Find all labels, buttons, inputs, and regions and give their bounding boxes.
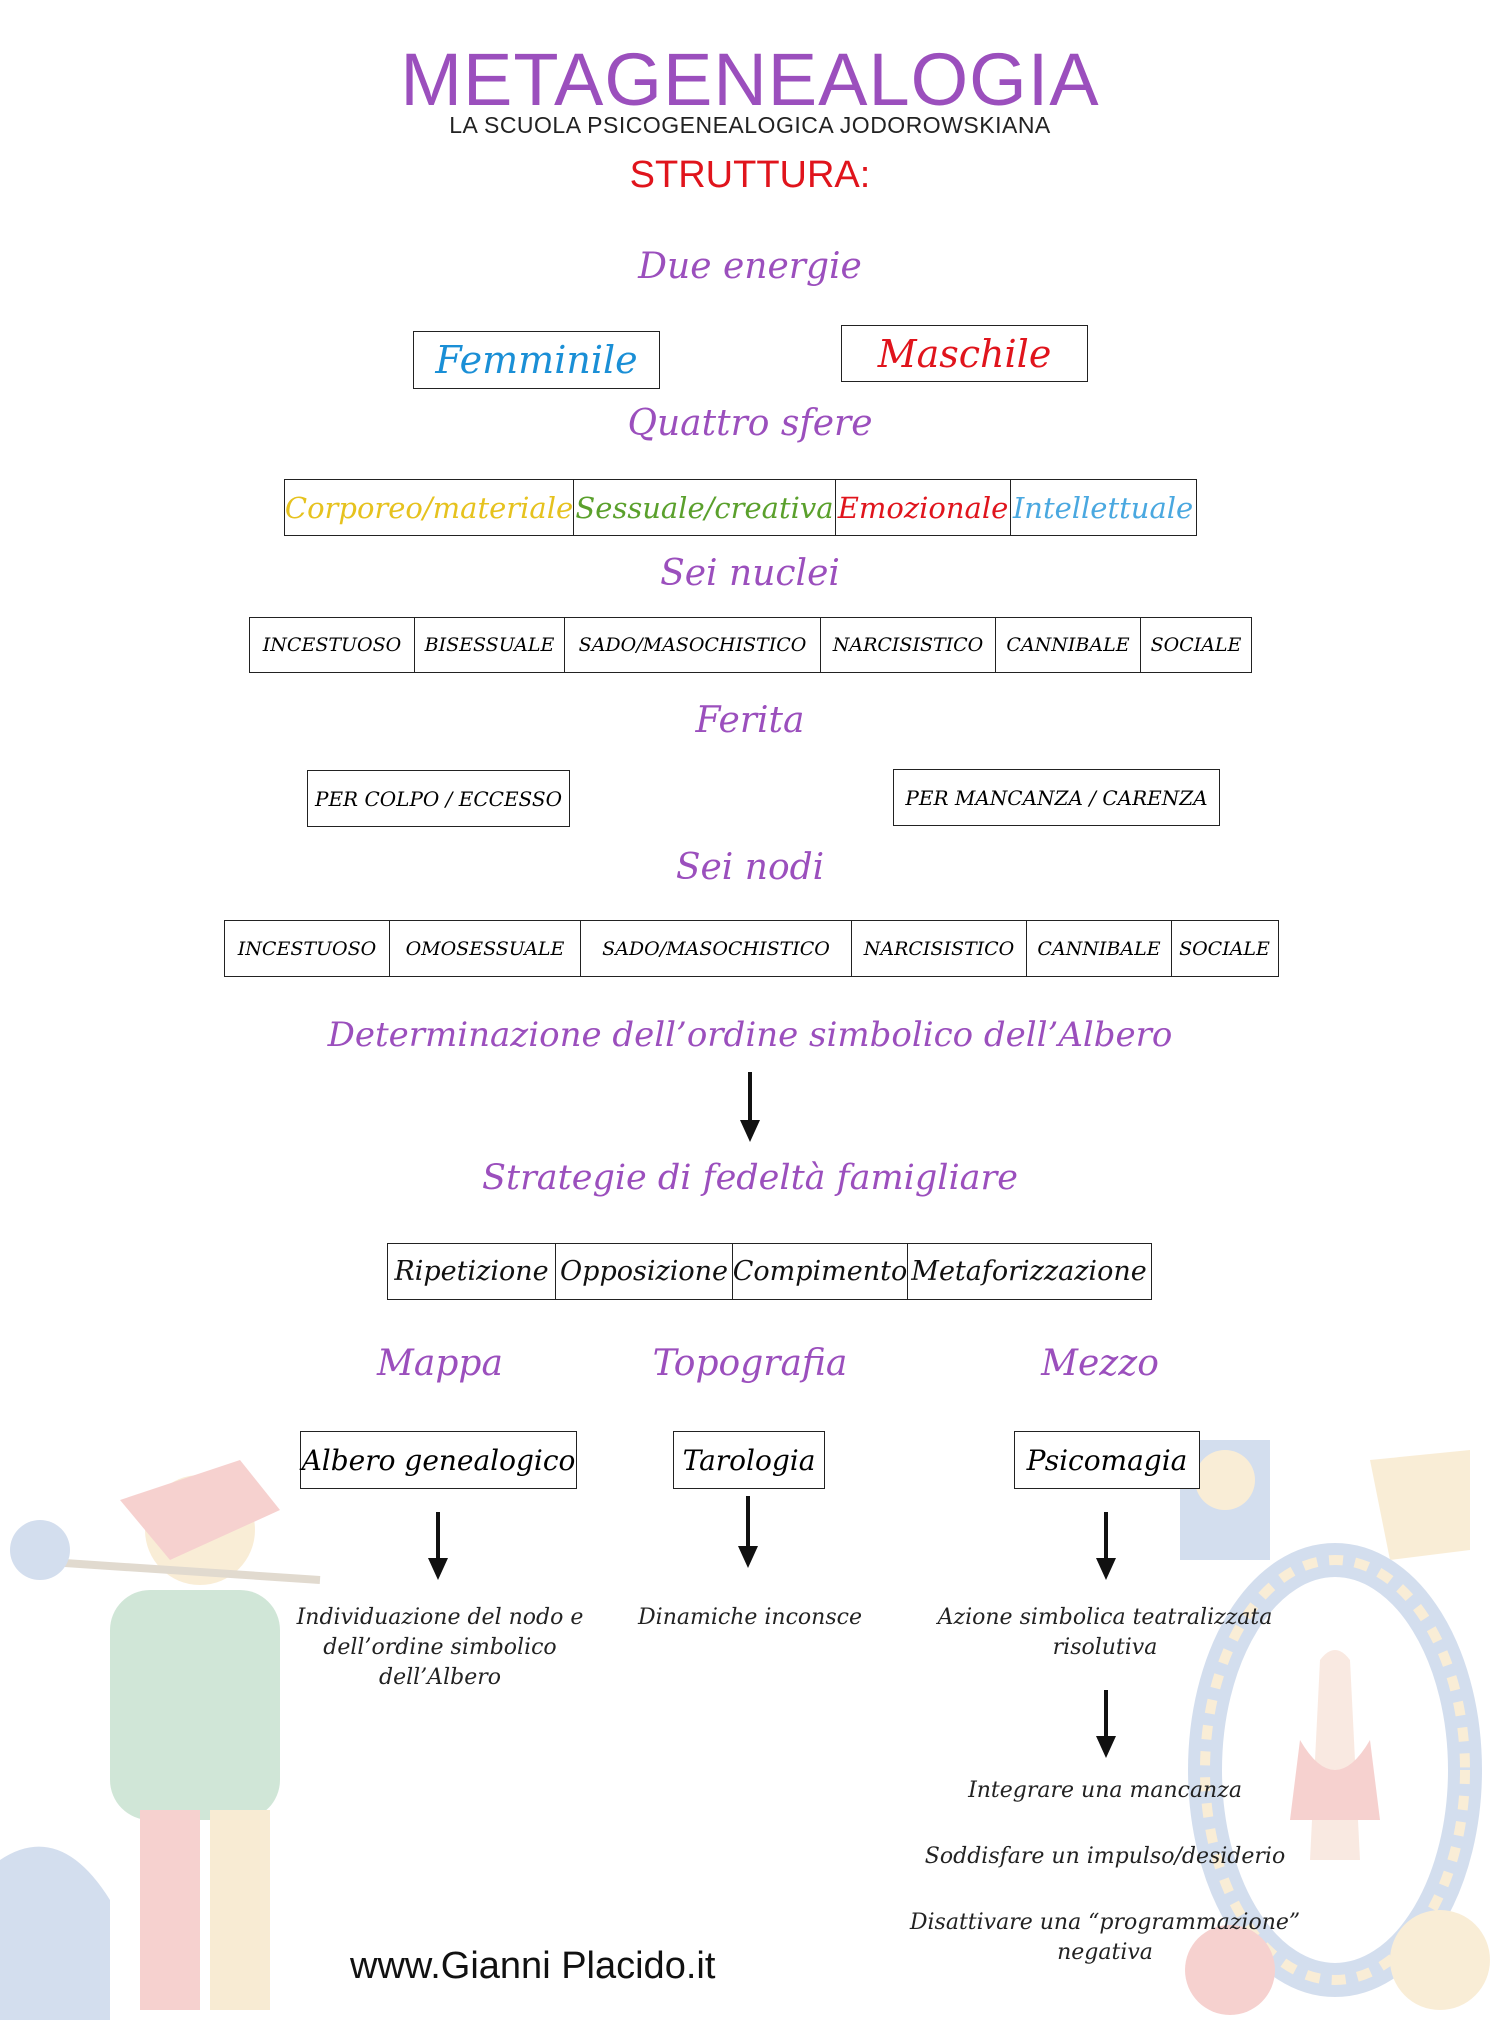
heading-sei-nodi: Sei nodi (675, 847, 825, 888)
strategia-cell: Metaforizzazione (911, 1256, 1147, 1287)
ferita-mancanza: PER MANCANZA / CARENZA (893, 769, 1220, 826)
note-topografia: Dinamiche inconsce (600, 1603, 900, 1633)
heading-topografia: Topografia (652, 1343, 848, 1384)
outcome-3: Disattivare una “programmazione” negativ… (909, 1910, 1301, 1965)
nucleo-cell: NARCISISTICO (821, 618, 996, 672)
note-line: risolutiva (1052, 1635, 1158, 1660)
note-line: dell’ordine simbolico (323, 1635, 557, 1660)
heading-sei-nuclei: Sei nuclei (660, 553, 840, 594)
strategia-cell: Ripetizione (388, 1244, 556, 1299)
nodo-cell: OMOSESSUALE (390, 921, 581, 976)
box-albero-genealogico: Albero genealogico (300, 1431, 577, 1489)
strategia-cell: Opposizione (556, 1244, 733, 1299)
sfere-row: Corporeo/materiale Sessuale/creativa Emo… (284, 479, 1197, 536)
heading-quattro-sfere: Quattro sfere (627, 403, 873, 444)
nodo-cell: SADO/MASOCHISTICO (581, 921, 852, 976)
sfera-cell: Corporeo/materiale (285, 480, 574, 535)
nodi-row: INCESTUOSO OMOSESSUALE SADO/MASOCHISTICO… (224, 920, 1279, 977)
sfera-cell: Sessuale/creativa (574, 480, 836, 535)
footer-website: www.Gianni Placido.it (350, 1945, 716, 1987)
nucleo-cell: SOCIALE (1150, 634, 1242, 656)
arrow-line (1104, 1512, 1108, 1560)
heading-mappa: Mappa (377, 1343, 503, 1384)
arrow-down-icon (738, 1546, 758, 1568)
tarot-fool-illustration (0, 1460, 321, 2020)
arrow-down-icon (1096, 1736, 1116, 1758)
sfera-emozionale: Emozionale (837, 490, 1009, 525)
heading-mezzo: Mezzo (1041, 1343, 1159, 1384)
nucleo-cell: BISESSUALE (415, 618, 565, 672)
sfera-intellettuale: Intellettuale (1012, 490, 1194, 525)
page-title: METAGENEALOGIA (400, 38, 1100, 121)
box-psicomagia: Psicomagia (1014, 1431, 1200, 1489)
arrow-line (746, 1496, 750, 1548)
heading-determinazione: Determinazione dell’ordine simbolico del… (327, 1015, 1173, 1055)
nuclei-row: INCESTUOSO BISESSUALE SADO/MASOCHISTICO … (249, 617, 1252, 673)
label-femminile: Femminile (435, 338, 638, 382)
nodo-cell: CANNIBALE (1027, 921, 1172, 976)
arrow-line (1104, 1690, 1108, 1738)
tarot-world-illustration (1180, 1440, 1490, 2015)
heading-strategie: Strategie di fedeltà famigliare (482, 1158, 1018, 1198)
arrow-down-icon (1096, 1558, 1116, 1580)
nucleo-cell: CANNIBALE (996, 618, 1141, 672)
nodo-cell: NARCISISTICO (852, 921, 1027, 976)
note-mezzo: Azione simbolica teatralizzata risolutiv… (930, 1603, 1280, 1663)
outcome-1: Integrare una mancanza (968, 1778, 1242, 1803)
strategia-cell: Compimento (733, 1244, 908, 1299)
strategie-row: Ripetizione Opposizione Compimento Metaf… (387, 1243, 1152, 1300)
sfera-cell: Emozionale (836, 480, 1011, 535)
nodo-cell: SOCIALE (1179, 937, 1270, 960)
arrow-down-icon (740, 1120, 760, 1142)
arrow-down-icon (428, 1558, 448, 1580)
heading-ferita: Ferita (695, 700, 805, 741)
arrow-line (436, 1512, 440, 1560)
box-maschile: Maschile (841, 325, 1088, 382)
box-tarologia: Tarologia (673, 1431, 825, 1489)
box-femminile: Femminile (413, 331, 660, 389)
sfera-cell: Intellettuale (1011, 480, 1195, 535)
sfera-sessuale: Sessuale/creativa (575, 490, 834, 525)
page-subtitle: LA SCUOLA PSICOGENEALOGICA JODOROWSKIANA (449, 112, 1051, 138)
nucleo-cell: SADO/MASOCHISTICO (565, 618, 821, 672)
nodo-cell: INCESTUOSO (225, 921, 390, 976)
arrow-line (748, 1072, 752, 1122)
outcome-2: Soddisfare un impulso/desiderio (924, 1844, 1286, 1869)
note-mappa: Individuazione del nodo e dell’ordine si… (280, 1603, 600, 1693)
heading-due-energie: Due energie (638, 246, 862, 287)
note-line: Individuazione del nodo e (296, 1605, 584, 1630)
ferita-colpo: PER COLPO / ECCESSO (307, 770, 570, 827)
note-line: Azione simbolica teatralizzata (937, 1605, 1273, 1630)
label-maschile: Maschile (877, 331, 1052, 376)
note-line: dell’Albero (379, 1665, 501, 1690)
section-label: STRUTTURA: (629, 154, 871, 196)
nucleo-cell: INCESTUOSO (250, 618, 415, 672)
note-line: Dinamiche inconsce (638, 1605, 862, 1630)
sfera-corporeo: Corporeo/materiale (284, 490, 574, 525)
